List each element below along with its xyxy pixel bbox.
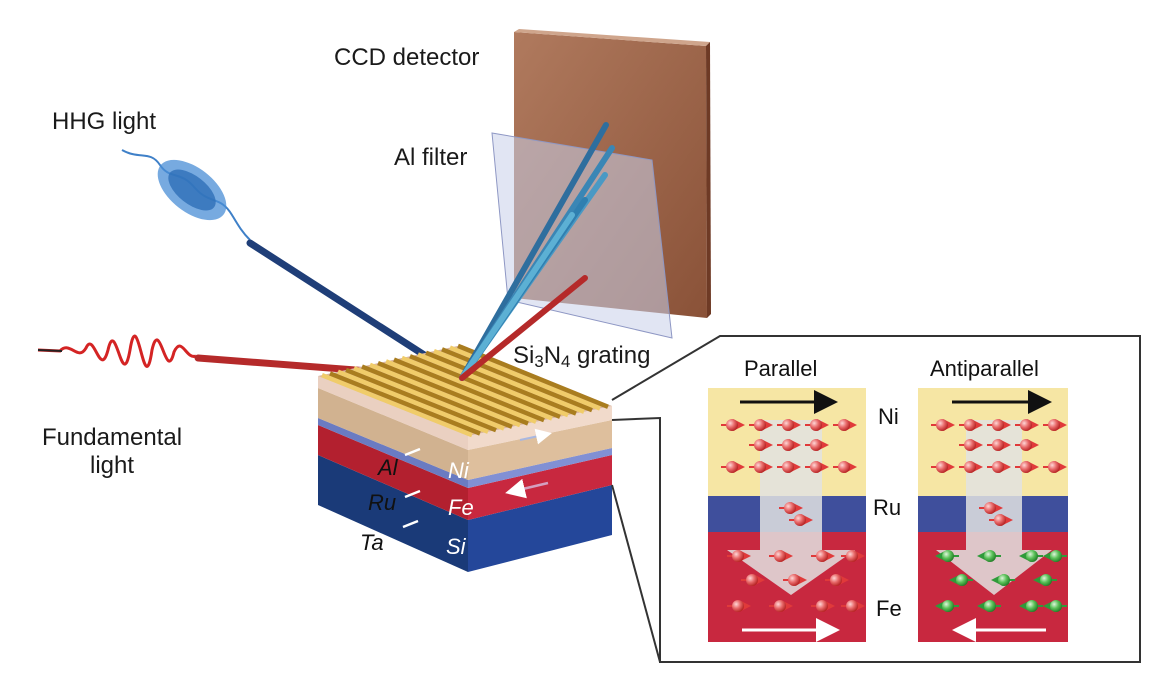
majority-spin-electron bbox=[979, 502, 1003, 514]
majority-spin-electron bbox=[749, 419, 773, 431]
minority-spin-electron bbox=[977, 550, 1001, 562]
fundamental-light-label: Fundamental light bbox=[41, 424, 183, 479]
stack-label-al: Al bbox=[378, 455, 398, 480]
grating-line bbox=[401, 355, 553, 421]
stack-label-ni: Ni bbox=[448, 458, 469, 483]
majority-spin-electron bbox=[777, 419, 801, 431]
grating-line bbox=[337, 369, 489, 434]
majority-spin-electron bbox=[959, 439, 983, 451]
stack-label-si: Si bbox=[446, 534, 466, 559]
majority-spin-electron bbox=[805, 461, 829, 473]
al-filter-label: Al filter bbox=[394, 144, 468, 171]
layer-ticks bbox=[402, 447, 421, 529]
hhg-pulse bbox=[121, 149, 251, 241]
majority-spin-electron bbox=[727, 550, 751, 562]
inset-ni-label: Ni bbox=[878, 404, 899, 429]
grating-line bbox=[441, 347, 593, 413]
majority-spin-electron bbox=[987, 439, 1011, 451]
inset-frame bbox=[611, 335, 1141, 663]
majority-spin-electron bbox=[777, 439, 801, 451]
majority-spin-electron bbox=[959, 419, 983, 431]
majority-spin-electron bbox=[931, 461, 955, 473]
reflected-fundamental bbox=[459, 275, 588, 381]
parallel-label: Parallel bbox=[744, 356, 818, 381]
electron-spins bbox=[721, 419, 1067, 612]
stack-label-ta: Ta bbox=[360, 530, 384, 555]
majority-spin-electron bbox=[841, 550, 865, 562]
majority-spin-electron bbox=[987, 461, 1011, 473]
stack-label-ru: Ru bbox=[368, 490, 397, 515]
minority-spin-electron bbox=[977, 600, 1001, 612]
inset-ru-label: Ru bbox=[873, 495, 902, 520]
majority-spin-electron bbox=[1043, 461, 1067, 473]
grating-line bbox=[329, 371, 481, 436]
majority-spin-electron bbox=[833, 461, 857, 473]
fe-magnetization-arrow bbox=[505, 478, 549, 499]
majority-spin-electron bbox=[825, 574, 849, 586]
fundamental-wave bbox=[37, 334, 197, 368]
minority-spin-electron bbox=[935, 600, 959, 612]
al-filter bbox=[491, 132, 673, 339]
majority-spin-electron bbox=[805, 419, 829, 431]
minority-spin-electron bbox=[1043, 600, 1067, 612]
ccd-detector-label: CCD detector bbox=[334, 44, 480, 71]
majority-spin-electron bbox=[749, 439, 773, 451]
grating-line bbox=[361, 364, 513, 429]
grating-line bbox=[321, 373, 473, 438]
stack-label-fe: Fe bbox=[448, 495, 474, 520]
grating-line bbox=[353, 366, 505, 431]
majority-spin-electron bbox=[1015, 439, 1039, 451]
majority-spin-electron bbox=[741, 574, 765, 586]
majority-spin-electron bbox=[959, 461, 983, 473]
grating-line bbox=[425, 350, 577, 416]
majority-spin-electron bbox=[777, 461, 801, 473]
majority-spin-electron bbox=[721, 461, 745, 473]
inset-fe-label: Fe bbox=[876, 596, 902, 621]
majority-spin-electron bbox=[989, 514, 1013, 526]
minority-spin-electron bbox=[1019, 600, 1043, 612]
majority-spin-electron bbox=[1043, 419, 1067, 431]
majority-spin-electron bbox=[789, 514, 813, 526]
majority-spin-electron bbox=[779, 502, 803, 514]
majority-spin-electron bbox=[783, 574, 807, 586]
minority-spin-electron bbox=[1033, 574, 1057, 586]
majority-spin-electron bbox=[987, 419, 1011, 431]
hhg-light-label: HHG light bbox=[52, 108, 157, 135]
majority-spin-electron bbox=[811, 550, 835, 562]
majority-spin-electron bbox=[1015, 461, 1039, 473]
minority-spin-electron bbox=[1043, 550, 1067, 562]
majority-spin-electron bbox=[727, 600, 751, 612]
minority-spin-electron bbox=[935, 550, 959, 562]
grating-line bbox=[409, 354, 561, 419]
antiparallel-label: Antiparallel bbox=[930, 356, 1039, 381]
minority-spin-electron bbox=[1019, 550, 1043, 562]
majority-spin-electron bbox=[749, 461, 773, 473]
grating-line bbox=[385, 359, 537, 424]
majority-spin-electron bbox=[1015, 419, 1039, 431]
grating-line bbox=[377, 360, 529, 426]
majority-spin-electron bbox=[805, 439, 829, 451]
reflected-harmonics bbox=[459, 122, 615, 381]
grating-line bbox=[345, 367, 497, 433]
grating-label: Si3N4 grating bbox=[513, 342, 651, 372]
majority-spin-electron bbox=[931, 419, 955, 431]
majority-spin-electron bbox=[833, 419, 857, 431]
minority-spin-electron bbox=[991, 574, 1015, 586]
grating-line bbox=[369, 362, 521, 428]
grating-line bbox=[393, 357, 545, 423]
ni-magnetization-arrow bbox=[519, 428, 552, 445]
majority-spin-electron bbox=[811, 600, 835, 612]
grating-line bbox=[457, 343, 609, 409]
majority-spin-electron bbox=[841, 600, 865, 612]
majority-spin-electron bbox=[721, 419, 745, 431]
grating-line bbox=[433, 348, 585, 414]
grating-line bbox=[417, 352, 569, 418]
minority-spin-electron bbox=[949, 574, 973, 586]
majority-spin-electron bbox=[769, 550, 793, 562]
majority-spin-electron bbox=[769, 600, 793, 612]
